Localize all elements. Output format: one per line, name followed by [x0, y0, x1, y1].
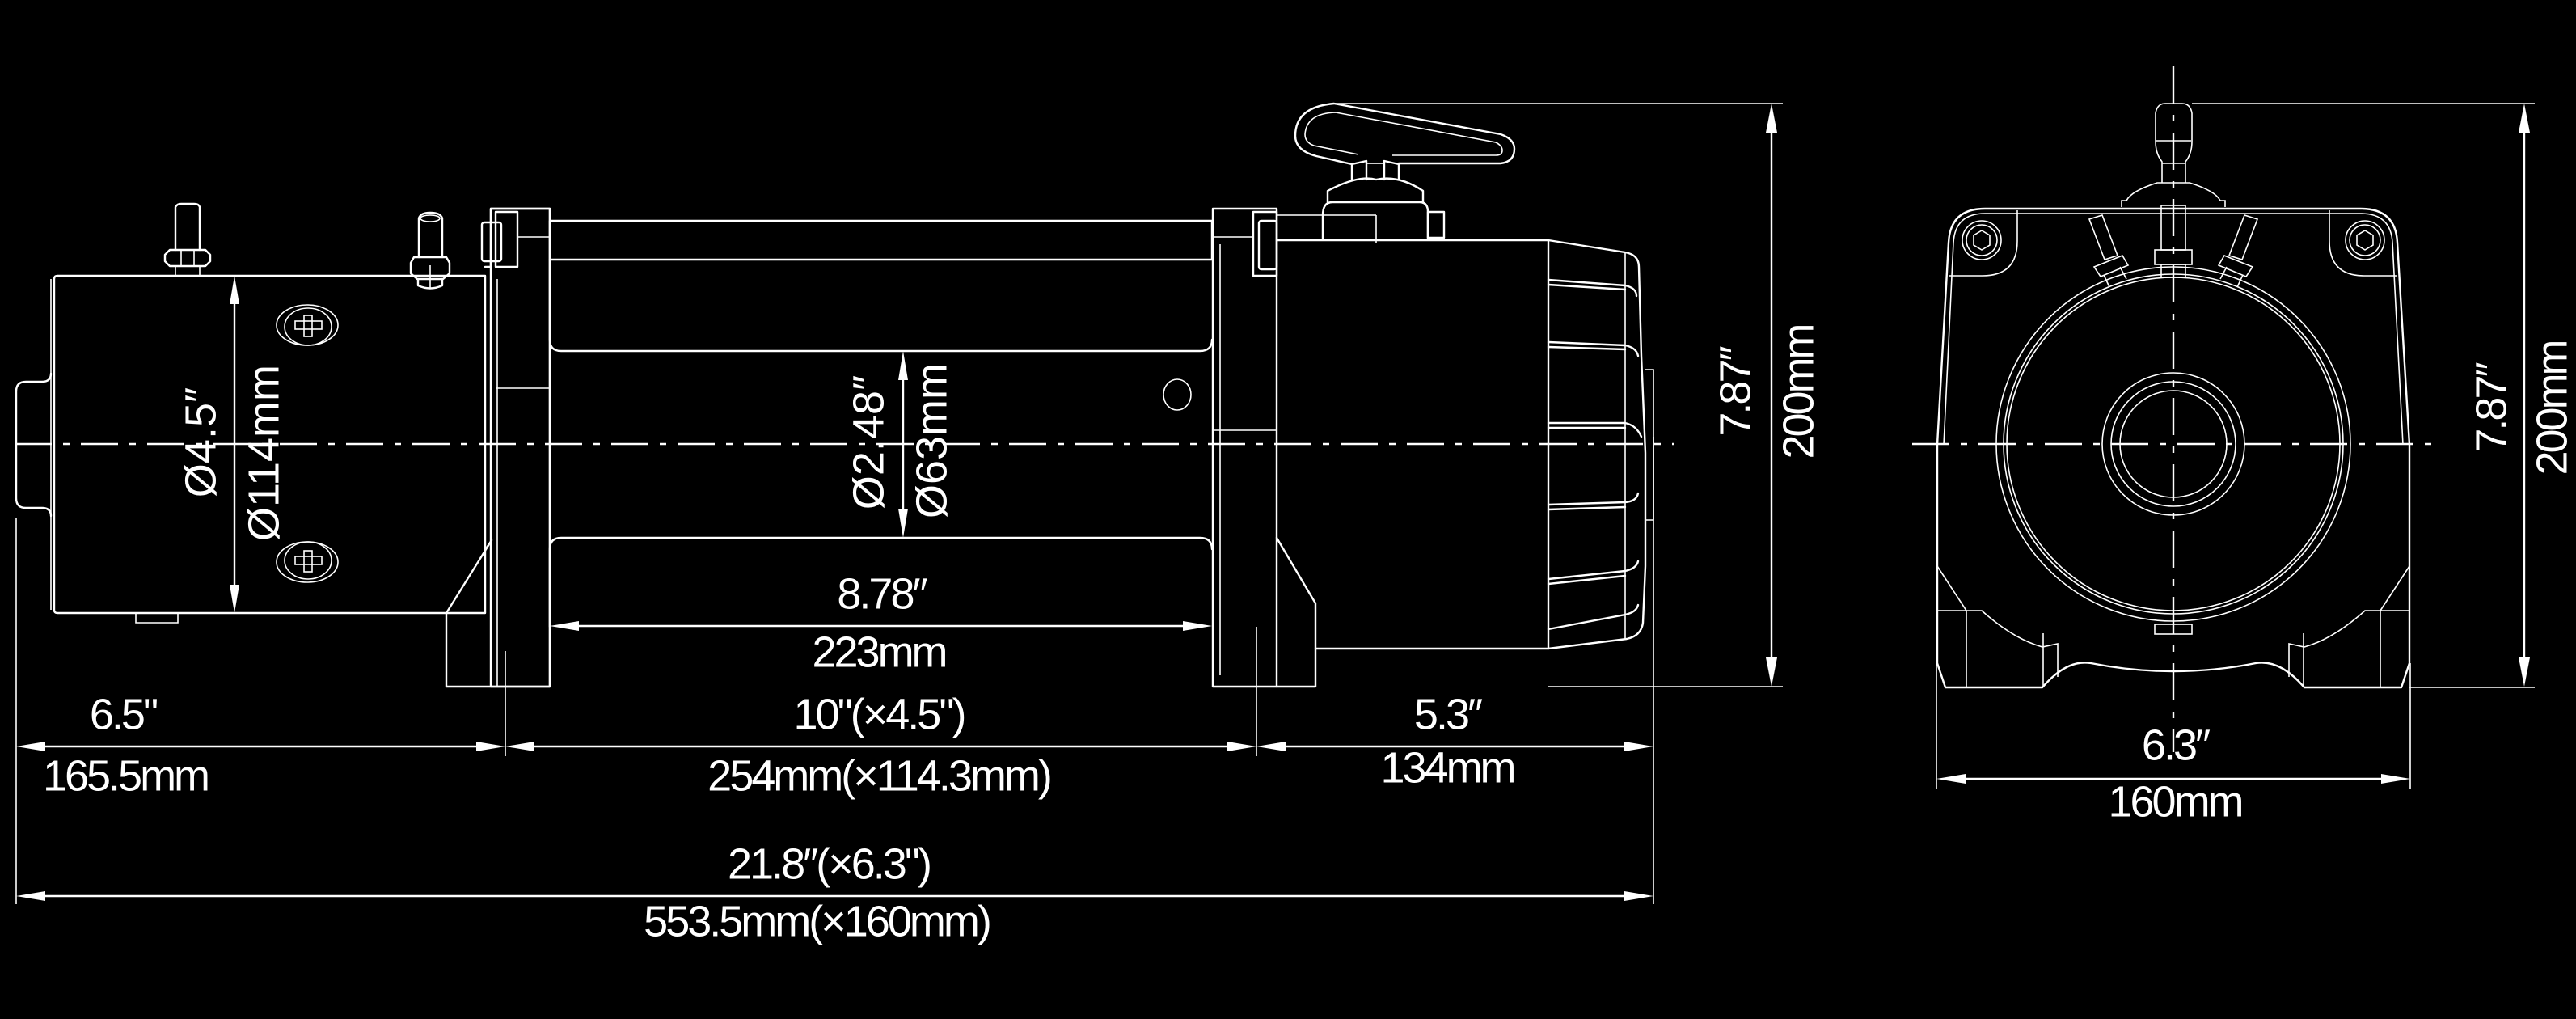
screw-icon	[276, 304, 339, 346]
motor-length-inch-label: 6.5"	[90, 690, 157, 738]
side-height-inch-label: 7.87″	[1711, 346, 1759, 437]
front-view: 7.87″ 200mm 6.3″ 160mm	[1912, 66, 2576, 826]
front-terminal-icon	[2088, 214, 2130, 288]
side-height-mm-label: 200mm	[1774, 325, 1822, 459]
right-end-plate	[1211, 207, 1278, 688]
gearbox-length-dimension: 5.3″ 134mm	[1256, 690, 1653, 792]
mount-spacing-dimension: 10"(×4.5") 254mm(×114.3mm)	[505, 690, 1256, 800]
gearbox-length-mm-label: 134mm	[1380, 743, 1514, 792]
front-outer-flange	[1995, 266, 2351, 622]
front-terminal-icon	[2154, 205, 2193, 278]
gearbox	[1275, 214, 1654, 688]
gearbox-length-inch-label: 5.3″	[1414, 690, 1483, 738]
front-hub	[2101, 372, 2245, 516]
mounting-bolt-icon	[1962, 220, 2002, 260]
front-terminal-icon	[2217, 214, 2259, 288]
left-end-plate	[445, 207, 551, 688]
motor-length-mm-label: 165.5mm	[43, 751, 208, 800]
overall-length-dimension: 21.8″(×6.3") 553.5mm(×160mm)	[16, 839, 1653, 945]
overall-length-mm-label: 553.5mm(×160mm)	[644, 897, 990, 945]
drum-length-inch-label: 8.78″	[837, 569, 927, 618]
motor-diameter-mm-label: Ø114mm	[239, 365, 288, 541]
side-view: 7.87″ 200mm Ø4.5″ Ø114mm Ø2.48″ Ø63mm 8.…	[15, 102, 1822, 945]
gearbox-cover	[1547, 239, 1654, 650]
front-width-dimension: 6.3″ 160mm	[1936, 663, 2411, 826]
drum-diameter-inch-label: Ø2.48″	[844, 375, 893, 510]
drum-diameter-dimension: Ø2.48″ Ø63mm	[844, 351, 956, 538]
mounting-bolt-icon	[2345, 220, 2385, 260]
front-feet	[1936, 565, 2410, 687]
terminal-post-icon	[409, 211, 451, 290]
screw-icon	[276, 541, 339, 583]
front-clutch-knob	[2121, 103, 2226, 207]
clutch-handle	[1294, 102, 1516, 240]
front-housing	[1936, 207, 2411, 689]
drum-hole-icon	[1163, 378, 1192, 411]
motor	[15, 202, 487, 624]
motor-length-dimension: 6.5" 165.5mm	[16, 690, 505, 800]
overall-length-inch-label: 21.8″(×6.3")	[728, 839, 930, 888]
terminal-post-icon	[163, 202, 212, 276]
front-height-mm-label: 200mm	[2527, 341, 2576, 475]
drum-length-dimension: 8.78″ 223mm	[550, 569, 1212, 676]
front-width-mm-label: 160mm	[2108, 777, 2241, 826]
drum-length-mm-label: 223mm	[812, 628, 945, 676]
mount-spacing-inch-label: 10"(×4.5")	[794, 690, 965, 738]
motor-diameter-dimension: Ø4.5″ Ø114mm	[176, 276, 288, 613]
drum-diameter-mm-label: Ø63mm	[907, 363, 956, 518]
front-height-dimension: 7.87″ 200mm	[2192, 103, 2576, 688]
side-height-dimension: 7.87″ 200mm	[1334, 103, 1822, 687]
front-width-inch-label: 6.3″	[2142, 721, 2211, 769]
front-height-inch-label: 7.87″	[2467, 362, 2515, 453]
motor-diameter-inch-label: Ø4.5″	[176, 387, 225, 497]
mount-spacing-mm-label: 254mm(×114.3mm)	[707, 751, 1050, 800]
